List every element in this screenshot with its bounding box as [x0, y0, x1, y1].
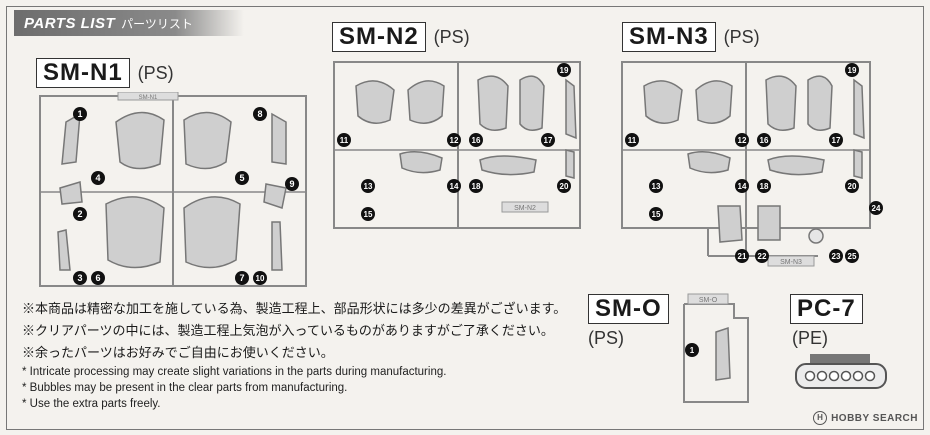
sprue-material-sm-o: (PS) — [588, 328, 624, 348]
note-jp: ※クリアパーツの中には、製造工程上気泡が入っているものがありますがご了承ください… — [22, 323, 554, 338]
note-en: * Bubbles may be present in the clear pa… — [22, 382, 348, 394]
parts-list-header: PARTS LIST パーツリスト — [14, 10, 244, 36]
part-number: 11 — [628, 136, 637, 145]
sprue-label-pc-7: PC-7 — [790, 294, 863, 324]
sprue-label-sm-n1: SM-N1 (PS) — [36, 58, 174, 88]
part-number: 20 — [560, 182, 569, 191]
sprue-material: (PS) — [723, 26, 760, 47]
part-number: 1 — [77, 109, 82, 119]
part-number: 15 — [364, 210, 373, 219]
part-number: 24 — [872, 204, 881, 213]
part-number: 4 — [95, 173, 100, 183]
part-number: 13 — [652, 182, 661, 191]
sprue-code: SM-N1 — [36, 58, 130, 88]
sprue-label-sm-n2: SM-N2 (PS) — [332, 22, 470, 52]
part-number: 6 — [95, 273, 100, 283]
sprue-label-sm-o: SM-O — [588, 294, 669, 324]
part-number: 3 — [77, 273, 82, 283]
sprue-material-pc-7: (PE) — [792, 328, 828, 348]
part-number: 1 — [690, 346, 695, 355]
part-number: 18 — [472, 182, 481, 191]
part-number: 19 — [560, 66, 569, 75]
part-number: 14 — [450, 182, 459, 191]
part-number: 20 — [848, 182, 857, 191]
part-number: 21 — [738, 252, 747, 261]
watermark: H HOBBY SEARCH — [813, 411, 918, 425]
part-number: 12 — [450, 136, 459, 145]
part-number: 5 — [239, 173, 244, 183]
part-number: 15 — [652, 210, 661, 219]
part-number: 11 — [340, 136, 349, 145]
sprue-tag: SM-O — [699, 297, 718, 304]
polycap-pc-7 — [795, 354, 887, 389]
hobby-search-logo-icon: H — [813, 411, 828, 425]
part-number: 25 — [848, 252, 857, 261]
part-number: 18 — [760, 182, 769, 191]
part-number: 16 — [760, 136, 769, 145]
sprue-material: (PS) — [433, 26, 470, 47]
note-en: * Intricate processing may create slight… — [22, 366, 447, 378]
part-number: 12 — [738, 136, 747, 145]
part-number: 8 — [257, 109, 262, 119]
part-number: 7 — [239, 273, 244, 283]
sprue-tag: SM-N2 — [514, 205, 536, 212]
sprue-code: SM-N2 — [332, 22, 426, 52]
part-number: 9 — [289, 179, 294, 189]
header-title-en: PARTS LIST — [24, 14, 116, 32]
sprue-code: SM-O — [588, 294, 669, 324]
sprue-sm-n2: SM-N2 11 12 13 14 15 16 17 18 19 20 — [333, 61, 581, 229]
part-number: 22 — [758, 252, 767, 261]
sprue-label-sm-n3: SM-N3 (PS) — [622, 22, 760, 52]
part-number: 13 — [364, 182, 373, 191]
header-title-jp: パーツリスト — [121, 16, 193, 31]
part-number: 14 — [738, 182, 747, 191]
sprue-sm-n1: SM-N1 1 2 3 4 5 6 7 8 9 10 — [39, 92, 307, 287]
sprue-material: (PS) — [137, 62, 174, 83]
part-number: 23 — [832, 252, 841, 261]
part-number: 16 — [472, 136, 481, 145]
note-en: * Use the extra parts freely. — [22, 398, 161, 410]
part-number: 19 — [848, 66, 857, 75]
part-number: 2 — [77, 209, 82, 219]
sprue-code: PC-7 — [790, 294, 863, 324]
notes-block: ※本商品は精密な加工を施している為、製造工程上、部品形状には多少の差異がございま… — [22, 298, 582, 412]
part-number: 10 — [256, 274, 265, 283]
sprue-sm-n3: SM-N3 11 12 13 14 15 16 17 18 19 20 — [621, 61, 883, 267]
note-jp: ※余ったパーツはお好みでご自由にお使いください。 — [22, 345, 334, 360]
sprue-tag: SM-N3 — [780, 259, 802, 266]
page-frame — [6, 6, 924, 430]
part-number: 17 — [544, 136, 553, 145]
sprue-sm-o: SM-O 1 — [683, 293, 749, 403]
part-number: 17 — [832, 136, 841, 145]
watermark-text: HOBBY SEARCH — [831, 412, 918, 424]
sprue-code: SM-N3 — [622, 22, 716, 52]
note-jp: ※本商品は精密な加工を施している為、製造工程上、部品形状には多少の差異がございま… — [22, 301, 567, 316]
sprue-tag: SM-N1 — [139, 95, 158, 101]
